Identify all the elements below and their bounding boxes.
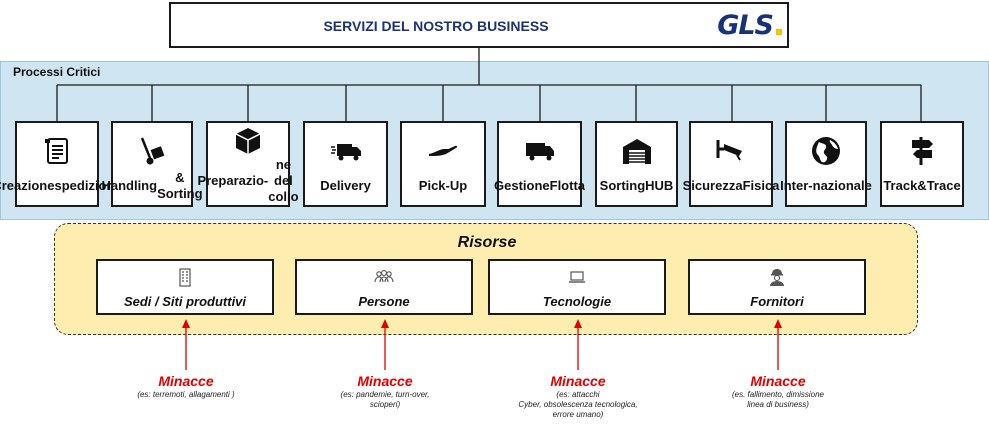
globe-icon [810,123,842,167]
process-track-trace: Track&Trace [880,121,964,207]
critical-processes-label: Processi Critici [13,65,101,79]
threat-description: (es: terremoti, allagamenti ) [137,390,235,399]
business-services-header: SERVIZI DEL NOSTRO BUSINESS GLS [169,2,789,48]
hand-truck-icon [136,123,168,167]
process-label: Creazionespedizione [0,178,122,193]
gls-logo: GLS [717,10,782,41]
threat-persone: Minacce (es: pandemie, turn-over,scioper… [295,373,475,410]
page-title: SERVIZI DEL NOSTRO BUSINESS [323,18,549,34]
resources-label: Risorse [457,234,517,251]
warehouse-icon [621,123,653,167]
resource-sedi-siti: Sedi / Siti produttivi [96,259,274,315]
threat-sedi: Minacce (es: terremoti, allagamenti ) [96,373,276,400]
resource-persone: Persone [295,259,473,315]
document-icon [41,123,73,167]
resource-label: Tecnologie [542,294,612,309]
process-label: Inter-nazionale [780,178,872,193]
delivery-truck-icon [330,123,362,167]
process-label: Handling& Sorting [101,170,203,201]
building-icon [175,261,195,287]
threat-title: Minacce [750,373,806,389]
process-delivery: Delivery [303,121,388,207]
resource-label: Sedi / Siti produttivi [123,294,247,309]
laptop-icon [567,261,587,287]
resource-label: Fornitori [750,294,804,309]
package-icon [232,123,264,157]
process-internazionale: Inter-nazionale [780,121,872,207]
process-creazione-spedizione: Creazionespedizione [0,121,122,207]
security-camera-icon [715,123,747,167]
process-handling-sorting: Handling& Sorting [101,121,203,207]
resource-tecnologie: Tecnologie [488,259,666,315]
process-label: Delivery [320,178,371,193]
signpost-icon [906,123,938,167]
process-preparazione-collo: Preparazio-ne del collo [197,121,299,207]
process-label: Track&Trace [883,178,961,193]
logo-dot [776,29,782,35]
process-pick-up: Pick-Up [400,121,486,207]
resource-fornitori: Fornitori [688,259,866,315]
hand-icon [427,123,459,167]
fleet-truck-icon [524,123,556,167]
threat-title: Minacce [550,373,606,389]
people-icon [374,261,394,287]
process-label: Pick-Up [418,178,468,193]
process-label: Preparazio-ne del collo [197,157,299,204]
worker-icon [767,261,787,287]
threat-title: Minacce [357,373,413,389]
threat-title: Minacce [158,373,214,389]
resource-label: Persone [358,294,410,309]
threat-description: (es: pandemie, turn-over,scioperi) [340,390,430,409]
